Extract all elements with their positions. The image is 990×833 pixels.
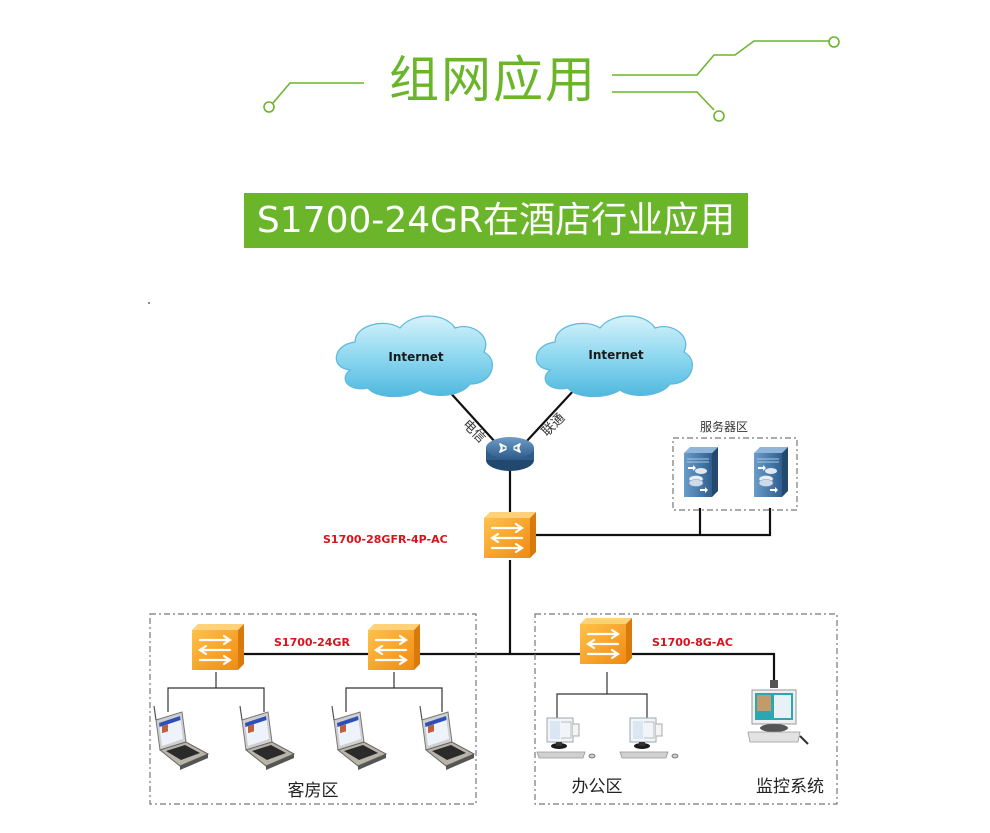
isp-label-unicom: 联通 <box>539 411 568 440</box>
link-office-monitor <box>632 652 776 680</box>
router-icon <box>486 437 534 471</box>
server-icon-1 <box>683 446 719 498</box>
guest-switch-icon-2 <box>366 622 422 672</box>
cloud-label-left: Internet <box>388 350 443 364</box>
core-switch-label: S1700-28GFR-4P-AC <box>323 533 448 546</box>
desktop-pc-icon-1 <box>536 717 596 759</box>
connection-lines <box>244 388 776 680</box>
link-core-server2 <box>536 508 772 537</box>
laptop-icon-1 <box>153 705 209 771</box>
office-zone-box <box>534 613 838 805</box>
banner-title: S1700-24GR在酒店行业应用 <box>244 193 748 248</box>
office-switch-label: S1700-8G-AC <box>652 636 733 649</box>
stray-mark <box>148 302 150 304</box>
section-heading: 组网应用 <box>0 0 990 140</box>
guest-zone-label: 客房区 <box>288 781 339 801</box>
circuit-node-right-bottom <box>713 110 725 122</box>
server-zone-box <box>672 437 798 511</box>
page-title: 组网应用 <box>389 51 597 109</box>
circuit-line-right-bottom <box>612 91 715 111</box>
circuit-line-right-top <box>612 40 829 76</box>
access-lines <box>167 672 648 718</box>
internet-cloud-right: Internet <box>535 315 693 398</box>
monitoring-zone-label: 监控系统 <box>756 777 824 797</box>
office-zone-label: 办公区 <box>572 777 623 797</box>
core-switch-icon <box>482 510 538 560</box>
laptop-icon-2 <box>239 705 295 771</box>
laptop-icon-3 <box>331 705 387 771</box>
monitoring-workstation-icon <box>747 680 809 745</box>
isp-label-telecom: 电信 <box>459 417 488 446</box>
guest-switch-label: S1700-24GR <box>274 636 350 649</box>
circuit-line-left <box>272 82 364 104</box>
circuit-decoration <box>263 36 840 122</box>
internet-cloud-left: Internet <box>335 315 493 398</box>
cloud-label-right: Internet <box>588 348 643 362</box>
desktop-pc-icon-2 <box>619 717 679 759</box>
circuit-node-left <box>263 101 275 113</box>
office-switch-icon <box>578 616 634 666</box>
link-telecom <box>446 388 497 444</box>
circuit-node-right-top <box>828 36 840 48</box>
laptop-icon-4 <box>419 705 475 771</box>
server-icon-2 <box>753 446 789 498</box>
guest-switch-icon-1 <box>190 622 246 672</box>
server-zone-label: 服务器区 <box>700 419 748 434</box>
link-unicom <box>524 388 576 444</box>
guest-zone-box <box>149 613 477 805</box>
